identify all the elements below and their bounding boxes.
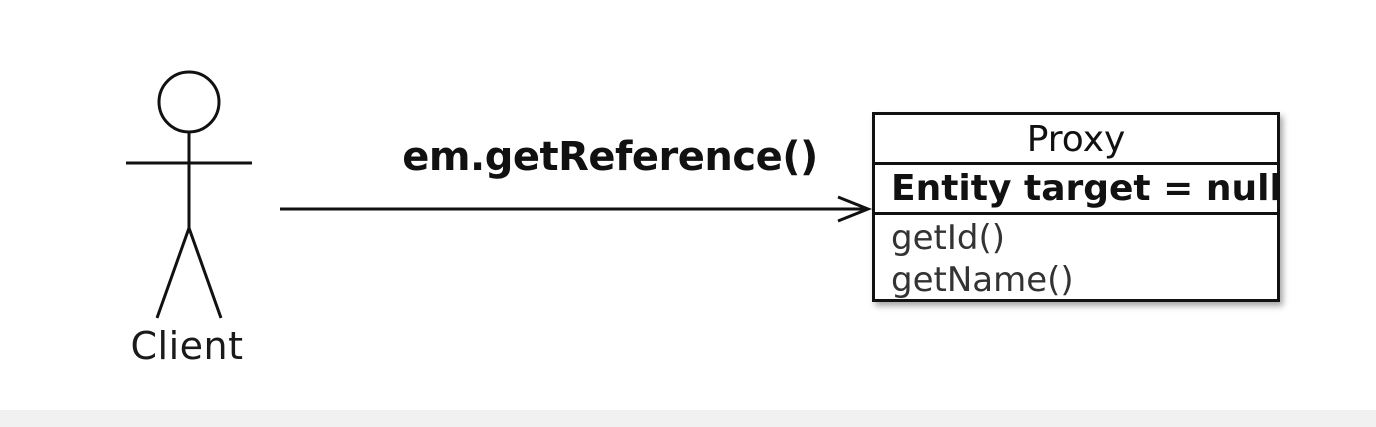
method-get-name: getName() <box>891 260 1074 300</box>
actor-right-leg <box>187 227 223 319</box>
actor-figure <box>126 70 252 319</box>
method-get-id: getId() <box>891 218 1005 258</box>
class-attribute: Entity target = null <box>875 165 1282 215</box>
message-arrow <box>280 195 873 223</box>
actor-head <box>157 70 221 134</box>
proxy-class-box: Proxy Entity target = null getId() getNa… <box>872 112 1282 302</box>
actor-left-leg <box>155 227 191 319</box>
class-methods: getId() getName() <box>875 215 1277 301</box>
class-name: Proxy <box>875 115 1277 165</box>
arrow-head <box>837 195 873 223</box>
actor-label: Client <box>130 324 244 368</box>
message-label: em.getReference() <box>402 134 818 180</box>
bottom-strip <box>0 410 1376 427</box>
